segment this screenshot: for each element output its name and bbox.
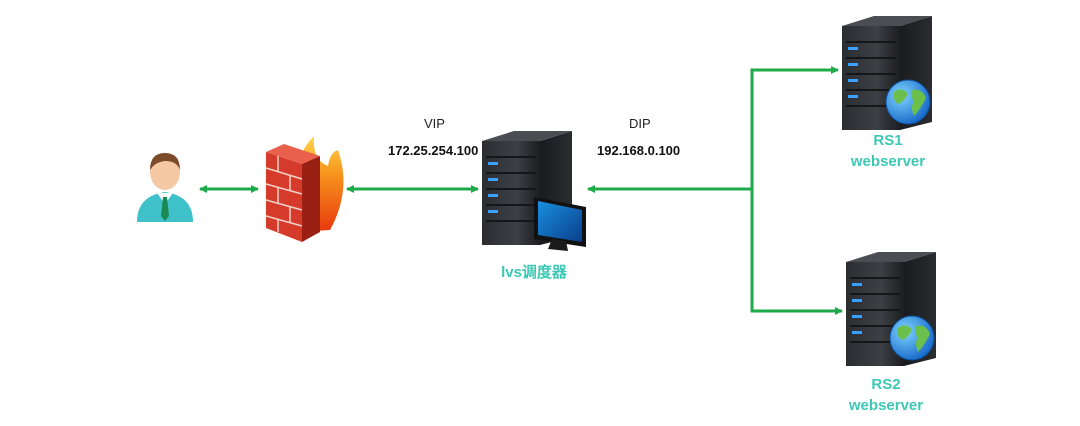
server-with-monitor-icon: [482, 131, 586, 251]
firewall-icon: [265, 136, 344, 242]
rs2-name: RS2: [871, 376, 901, 393]
rs2-link: [750, 189, 843, 315]
rs2-role: webserver: [848, 397, 924, 414]
rs1-role: webserver: [850, 153, 926, 170]
vip-address: 172.25.254.100: [388, 143, 479, 158]
vip-label: VIP: [424, 116, 445, 131]
server-with-globe-icon: [842, 16, 932, 130]
lvs-director-label: lvs调度器: [501, 264, 567, 281]
server-with-globe-icon: [846, 252, 936, 366]
user-icon: [137, 153, 193, 222]
rs1-label: RS1 webserver: [840, 130, 936, 172]
rs1-name: RS1: [873, 132, 903, 149]
dip-label: DIP: [629, 116, 651, 131]
dip-address: 192.168.0.100: [597, 143, 681, 158]
rs2-label: RS2 webserver: [838, 374, 934, 416]
connectors: [199, 66, 843, 315]
director-rs1-link: [587, 66, 839, 193]
